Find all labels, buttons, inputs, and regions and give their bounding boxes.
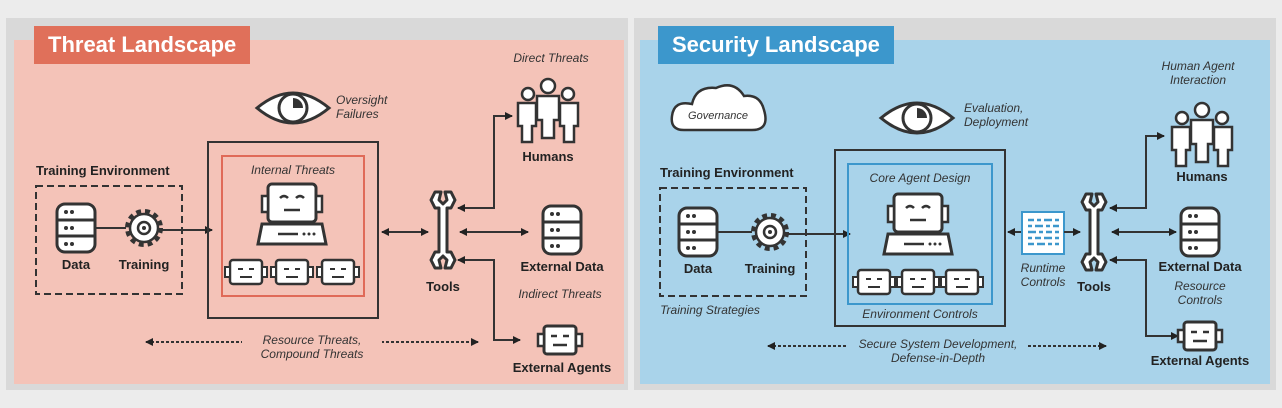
threat-training-env-label: Training Environment	[36, 163, 170, 178]
threat-data-label: Data	[61, 257, 91, 272]
threat-external-data-icon	[541, 204, 583, 256]
security-humans-label: Humans	[1176, 169, 1228, 184]
threat-tools-label: Tools	[426, 279, 460, 294]
threat-agent-box	[207, 141, 379, 319]
security-data-label: Data	[683, 261, 713, 276]
security-external-agent-icon	[1176, 320, 1224, 352]
internal-threats-box	[221, 155, 365, 297]
secure-development-label: Secure System Development, Defense-in-De…	[848, 337, 1028, 366]
security-data-icon	[677, 206, 719, 258]
security-landscape-title: Security Landscape	[658, 26, 894, 64]
threat-humans-icon	[516, 77, 580, 144]
security-training-env-label: Training Environment	[660, 165, 794, 180]
security-humans-icon	[1170, 101, 1234, 168]
security-external-data-label: External Data	[1158, 259, 1242, 274]
security-agent-box	[834, 149, 1006, 327]
security-mini-robot-2	[895, 268, 941, 296]
security-tools-label: Tools	[1077, 279, 1111, 294]
runtime-controls-label: Runtime Controls	[1020, 261, 1066, 289]
threat-external-agent-icon	[536, 324, 584, 356]
governance-cloud-icon	[670, 84, 767, 132]
core-agent-design-box	[847, 163, 993, 305]
runtime-controls-icon	[1021, 211, 1065, 255]
governance-label: Governance	[688, 110, 748, 122]
threat-external-agents-label: External Agents	[512, 360, 612, 375]
threat-training-label: Training	[118, 257, 170, 272]
evaluation-deployment-label: Evaluation, Deployment	[964, 101, 1029, 129]
human-agent-interaction-label: Human Agent Interaction	[1161, 59, 1235, 87]
threat-mini-robot-3	[315, 258, 361, 286]
security-external-agents-label: External Agents	[1150, 353, 1250, 368]
threat-robot-icon	[256, 182, 328, 246]
resource-controls-label: Resource Controls	[1174, 279, 1226, 307]
indirect-threats-label: Indirect Threats	[518, 287, 602, 301]
security-external-data-icon	[1179, 206, 1221, 258]
security-robot-icon	[882, 192, 954, 256]
direct-threats-label: Direct Threats	[513, 51, 589, 65]
threat-data-icon	[55, 202, 97, 254]
security-mini-robot-3	[939, 268, 985, 296]
oversight-failures-label: Oversight Failures	[336, 93, 388, 121]
threat-external-data-label: External Data	[520, 259, 604, 274]
threat-training-gear-icon	[125, 209, 163, 247]
security-mini-robot-1	[851, 268, 897, 296]
threat-training-env-box	[35, 185, 183, 295]
threat-mini-robot-1	[223, 258, 269, 286]
threat-humans-label: Humans	[522, 149, 574, 164]
core-agent-design-label: Core Agent Design	[869, 171, 971, 185]
security-training-env-box	[659, 187, 807, 297]
resource-threats-label: Resource Threats, Compound Threats	[242, 333, 382, 362]
security-training-gear-icon	[751, 213, 789, 251]
internal-threats-label: Internal Threats	[250, 163, 336, 177]
environment-controls-label: Environment Controls	[862, 307, 978, 321]
security-training-label: Training	[744, 261, 796, 276]
training-strategies-label: Training Strategies	[660, 303, 760, 317]
threat-mini-robot-2	[269, 258, 315, 286]
threat-landscape-title: Threat Landscape	[34, 26, 251, 64]
